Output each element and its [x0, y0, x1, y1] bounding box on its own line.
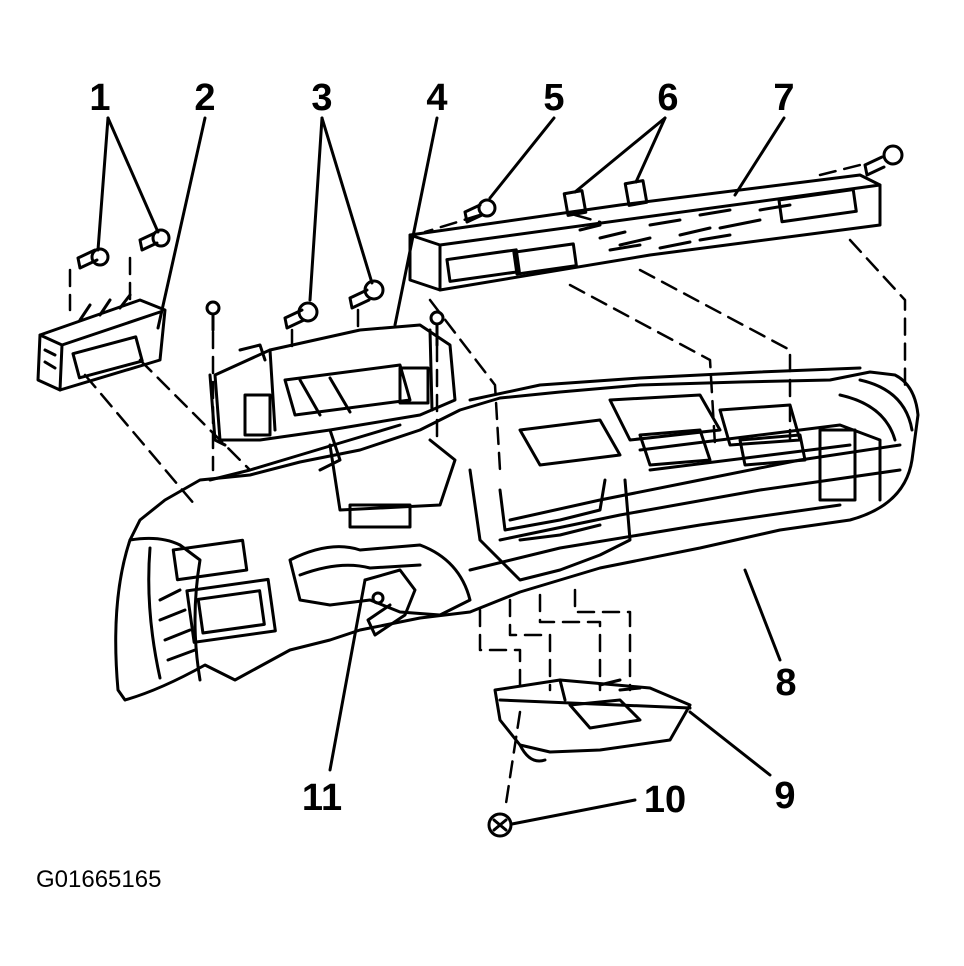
callout-2: 2: [194, 77, 216, 119]
callout-11: 11: [301, 777, 343, 819]
callout-4: 4: [426, 77, 448, 119]
leader-lines: [96, 116, 786, 826]
callout-7: 7: [773, 77, 795, 119]
upper-trim-panel: [408, 173, 882, 292]
callout-3: 3: [311, 77, 333, 119]
fasteners: [76, 144, 904, 838]
callout-1: 1: [89, 77, 111, 119]
instrument-panel-carrier: [114, 366, 920, 702]
steering-column-bracket: [363, 568, 417, 637]
callout-6: 6: [657, 77, 679, 119]
instrument-cluster: [208, 323, 457, 472]
lower-bracket: [493, 678, 692, 763]
callout-5: 5: [543, 77, 565, 119]
callout-9: 9: [774, 775, 796, 817]
figure-id: G01665165: [36, 866, 162, 893]
left-switch-assembly: [36, 293, 167, 392]
alignment-lines: [68, 163, 907, 812]
callout-10: 10: [643, 779, 687, 821]
callout-8: 8: [775, 662, 797, 704]
